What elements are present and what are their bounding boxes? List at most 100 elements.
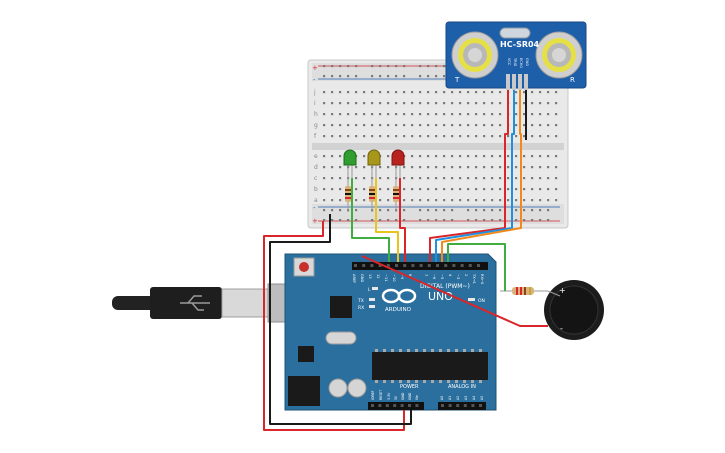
breadboard-hole — [355, 199, 358, 202]
board-l-label: L — [368, 287, 371, 293]
breadboard-hole — [443, 91, 446, 94]
wire-sensor-echo — [441, 90, 522, 262]
breadboard-hole — [443, 166, 446, 169]
breadboard-hole — [331, 166, 334, 169]
breadboard-hole — [395, 124, 398, 127]
breadboard-hole — [539, 177, 542, 180]
chip-pin — [479, 349, 482, 352]
pin-label: 4 — [448, 274, 452, 277]
breadboard-hole — [323, 124, 326, 127]
pin-label: 8 — [408, 274, 412, 277]
breadboard-hole — [411, 91, 414, 94]
sensor-pin — [506, 74, 510, 90]
breadboard-hole — [435, 124, 438, 127]
breadboard-hole — [491, 135, 494, 138]
header-pin — [370, 264, 374, 267]
rail-hole — [323, 75, 326, 78]
breadboard-hole — [427, 155, 430, 158]
breadboard-hole — [339, 91, 342, 94]
breadboard-hole — [499, 166, 502, 169]
chip-pin — [471, 349, 474, 352]
chip-pin — [407, 380, 410, 383]
rail-hole — [419, 75, 422, 78]
wire-buzzer-signal — [447, 243, 506, 291]
rail-hole — [339, 65, 342, 68]
breadboard-hole — [339, 102, 342, 105]
breadboard-hole — [515, 155, 518, 158]
crystal — [325, 331, 357, 345]
digital-label: DIGITAL (PWM~) — [420, 283, 470, 290]
breadboard-hole — [419, 102, 422, 105]
breadboard-hole — [347, 135, 350, 138]
rail-hole — [371, 219, 374, 222]
breadboard-hole — [475, 199, 478, 202]
chip-pin — [375, 380, 378, 383]
breadboard-hole — [403, 166, 406, 169]
analog-label: ANALOG IN — [448, 384, 476, 390]
rail-hole — [443, 209, 446, 212]
breadboard-hole — [355, 188, 358, 191]
breadboard-hole — [555, 102, 558, 105]
rail-hole — [539, 209, 542, 212]
breadboard-hole — [483, 199, 486, 202]
breadboard-hole — [459, 188, 462, 191]
breadboard-hole — [355, 113, 358, 116]
rail-hole — [379, 65, 382, 68]
breadboard-hole — [475, 166, 478, 169]
breadboard-hole — [547, 91, 550, 94]
voltage-regulator — [298, 346, 314, 362]
breadboard-hole — [531, 177, 534, 180]
pin-label: TX→1 — [472, 273, 476, 284]
wire-led-red — [399, 178, 406, 262]
breadboard-hole — [331, 199, 334, 202]
rail-hole — [483, 219, 486, 222]
breadboard-hole — [459, 91, 462, 94]
breadboard-hole — [395, 91, 398, 94]
rail-hole — [355, 65, 358, 68]
chip-pin — [455, 380, 458, 383]
breadboard-hole — [491, 199, 494, 202]
power-pin-label: IOREF — [371, 390, 375, 400]
breadboard-hole — [547, 113, 550, 116]
power-label: POWER — [400, 384, 419, 390]
breadboard-hole — [459, 102, 462, 105]
header-pin — [427, 264, 431, 267]
breadboard-hole — [451, 135, 454, 138]
breadboard-hole — [507, 188, 510, 191]
breadboard-hole — [483, 102, 486, 105]
header-pin — [441, 404, 444, 407]
analog-header — [438, 402, 486, 410]
breadboard-hole — [523, 91, 526, 94]
breadboard-hole — [531, 155, 534, 158]
breadboard-hole — [459, 113, 462, 116]
breadboard-hole — [435, 199, 438, 202]
breadboard-hole — [539, 102, 542, 105]
breadboard-hole — [531, 188, 534, 191]
breadboard-hole — [483, 166, 486, 169]
breadboard-hole — [483, 177, 486, 180]
rail-hole — [323, 219, 326, 222]
breadboard-hole — [323, 102, 326, 105]
breadboard-hole — [355, 177, 358, 180]
chip-pin — [391, 349, 394, 352]
breadboard-hole — [419, 135, 422, 138]
breadboard-hole — [483, 188, 486, 191]
breadboard-hole — [499, 188, 502, 191]
breadboard-hole — [323, 113, 326, 116]
breadboard-hole — [531, 199, 534, 202]
breadboard-hole — [371, 124, 374, 127]
pin-label: ~10 — [392, 274, 396, 282]
rail-hole — [499, 209, 502, 212]
breadboard-hole — [451, 188, 454, 191]
breadboard-hole — [515, 113, 518, 116]
chip-pin — [399, 380, 402, 383]
rail-hole — [403, 75, 406, 78]
rail-hole — [339, 75, 342, 78]
breadboard-hole — [467, 91, 470, 94]
breadboard-hole — [467, 124, 470, 127]
rail-hole — [403, 209, 406, 212]
rail-hole — [419, 209, 422, 212]
row-letter: j — [313, 89, 316, 96]
header-pin — [400, 404, 404, 407]
